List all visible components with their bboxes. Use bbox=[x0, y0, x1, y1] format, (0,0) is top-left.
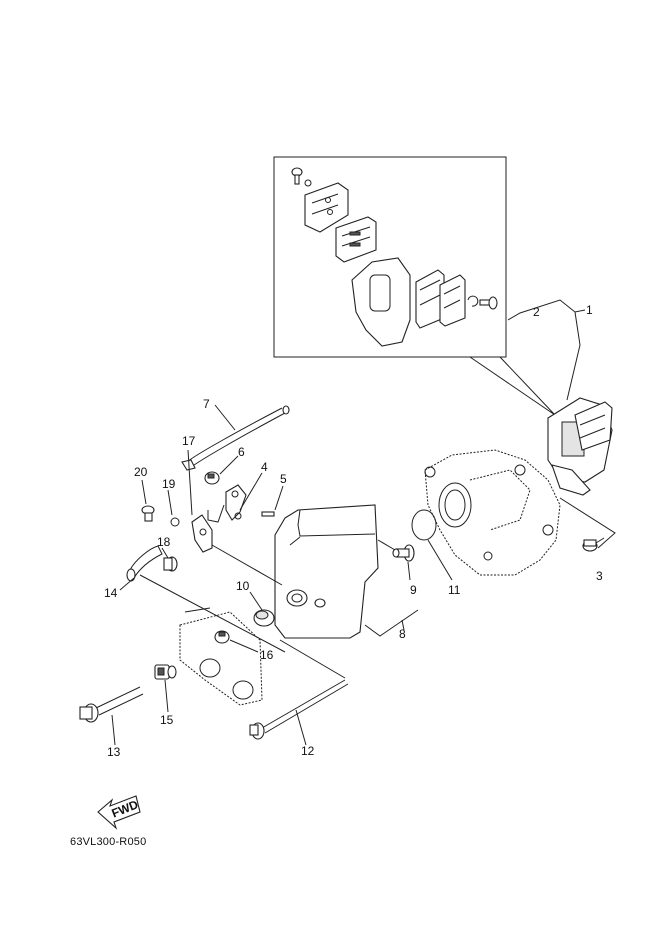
callout-4: 4 bbox=[261, 460, 268, 474]
leader-1-2 bbox=[507, 299, 586, 321]
callout-16: 16 bbox=[260, 648, 274, 662]
callout-3: 3 bbox=[596, 569, 603, 583]
front-bracket bbox=[179, 607, 263, 706]
leader-15 bbox=[164, 679, 169, 713]
callout-7: 7 bbox=[203, 397, 210, 411]
leader-1 bbox=[566, 311, 581, 401]
leader-3 bbox=[559, 497, 616, 549]
leader-20 bbox=[141, 479, 147, 505]
part-19-washer bbox=[170, 517, 180, 527]
leader-9 bbox=[407, 561, 411, 581]
part-16-clip bbox=[214, 630, 230, 644]
callout-5: 5 bbox=[280, 472, 287, 486]
diagram-code: 63VL300-R050 bbox=[70, 836, 147, 848]
fwd-arrow-icon: FWD bbox=[97, 795, 141, 830]
crankcase-outline bbox=[424, 449, 561, 576]
leader-8-stem bbox=[401, 619, 405, 631]
callout-2: 2 bbox=[533, 305, 540, 319]
inset-screw-top bbox=[291, 167, 312, 187]
leader-8 bbox=[364, 609, 419, 637]
part-8-silencer-box bbox=[274, 504, 396, 639]
part-17-link bbox=[191, 514, 213, 553]
leader-6 bbox=[219, 455, 239, 475]
reed-valve-inset bbox=[273, 156, 556, 416]
callout-14: 14 bbox=[104, 586, 118, 600]
leader-10 bbox=[249, 591, 263, 611]
reed-valve-assembly bbox=[547, 397, 613, 496]
leader-11 bbox=[427, 539, 453, 581]
inset-reed-valves-right bbox=[415, 269, 466, 329]
callout-11: 11 bbox=[448, 583, 461, 597]
part-14-rod bbox=[126, 545, 163, 582]
callout-15: 15 bbox=[160, 713, 174, 727]
alignment-line-14 bbox=[139, 574, 286, 653]
link-joint bbox=[207, 504, 225, 523]
callout-8: 8 bbox=[399, 627, 406, 641]
leader-19 bbox=[167, 489, 173, 516]
callout-12: 12 bbox=[301, 744, 315, 758]
leader-16 bbox=[229, 639, 259, 653]
inset-reed-block bbox=[335, 216, 377, 263]
inset-reed-stopper bbox=[304, 182, 349, 233]
callout-10: 10 bbox=[236, 579, 250, 593]
part-10-plug bbox=[253, 609, 275, 627]
callout-9: 9 bbox=[410, 583, 417, 597]
part-3-bolt bbox=[582, 537, 605, 552]
leader-14 bbox=[119, 577, 135, 591]
callout-20: 20 bbox=[134, 465, 148, 479]
part-20-screw bbox=[141, 505, 155, 522]
part-18-collar bbox=[163, 556, 178, 572]
callout-18: 18 bbox=[157, 535, 171, 549]
leader-17 bbox=[187, 449, 193, 516]
part-15-grommet bbox=[154, 664, 177, 680]
part-4-lever bbox=[225, 484, 247, 521]
callout-13: 13 bbox=[107, 745, 121, 759]
callout-17: 17 bbox=[182, 434, 196, 448]
part-11-oring bbox=[411, 509, 437, 541]
part-5-pin bbox=[261, 511, 275, 517]
leader-5 bbox=[274, 485, 284, 511]
alignment-line-12 bbox=[279, 639, 346, 679]
callout-6: 6 bbox=[238, 445, 245, 459]
part-13-pin bbox=[79, 686, 144, 723]
part-12-long-bolt bbox=[249, 679, 349, 740]
leader-13 bbox=[111, 714, 116, 746]
leader-7 bbox=[214, 404, 236, 431]
part-6-clamp bbox=[204, 471, 220, 485]
inset-screw-right bbox=[467, 295, 498, 310]
leader-4 bbox=[239, 472, 263, 511]
callout-19: 19 bbox=[162, 477, 176, 491]
leader-12 bbox=[295, 709, 307, 746]
part-9-fitting bbox=[392, 544, 415, 562]
leader-18 bbox=[161, 547, 169, 559]
part-7-hose bbox=[181, 405, 290, 471]
callout-1: 1 bbox=[586, 303, 593, 317]
alignment-line-17 bbox=[211, 544, 283, 586]
inset-gasket bbox=[351, 257, 411, 347]
